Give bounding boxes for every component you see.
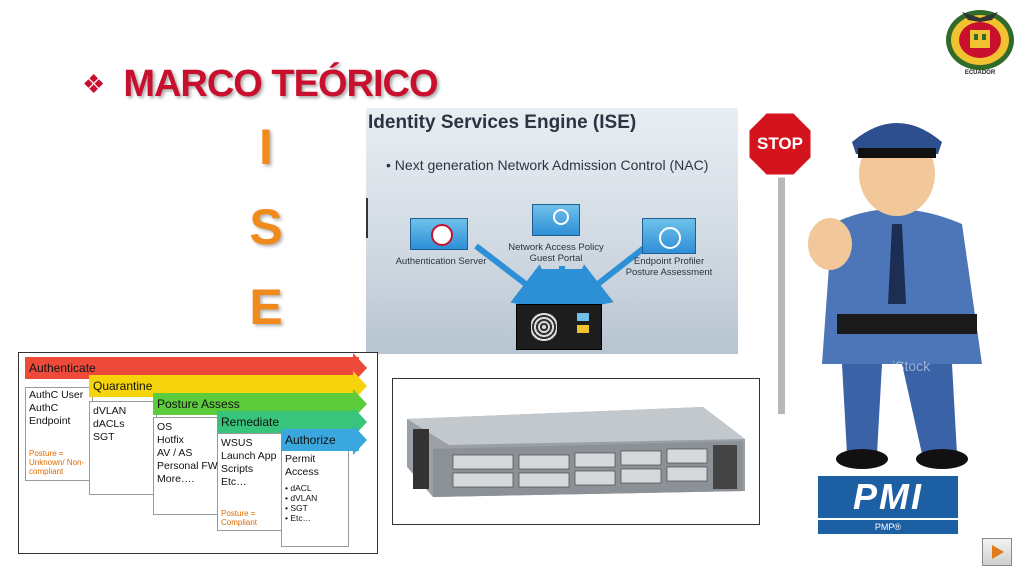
pmi-pmp-logo: PMI PMP® (818, 476, 968, 536)
item: Personal FW (157, 460, 218, 472)
ise-heading: Identity Services Engine (ISE) (368, 112, 637, 133)
ise-diagram-image: Identity Services Engine (ISE) • Next ge… (366, 108, 738, 354)
police-officer-illustration: STOP iStock (742, 104, 994, 470)
posture-items: OS Hotfix AV / AS Personal FW More…. (157, 421, 219, 486)
ise-appliance-icon (516, 304, 602, 350)
ise-bullet: • Next generation Network Admission Cont… (386, 157, 709, 173)
node-label-policy-2: Guest Portal (529, 253, 583, 264)
letter-s: S (249, 199, 283, 255)
university-crest-logo: ECUADOR (940, 4, 1020, 80)
policy-icon (532, 204, 580, 236)
stage-box-posture (153, 417, 221, 515)
item: • dVLAN (285, 493, 318, 503)
stage-box-authorize (281, 449, 349, 547)
stage-label-authorize: Authorize (285, 433, 336, 447)
letter-i: I (259, 119, 273, 175)
stage-box-quarantine (89, 401, 157, 495)
item: AuthC User (29, 389, 84, 401)
stage-remediate: Remediate (217, 411, 359, 433)
stage-label-authenticate: Authenticate (29, 361, 96, 375)
endpoint-profiler-icon (642, 218, 696, 254)
posture-unknown: Posture = Unknown/ Non-compliant (29, 449, 85, 476)
item: • SGT (285, 503, 308, 513)
stage-label-posture: Posture Assess (157, 397, 240, 411)
stop-sign-text: STOP (757, 134, 803, 153)
item: Scripts (221, 463, 254, 475)
authenticate-items: AuthC User AuthC Endpoint (29, 389, 89, 428)
pmp-label: PMP® (818, 520, 958, 534)
next-slide-button[interactable] (982, 538, 1012, 566)
stage-authorize: Authorize (281, 429, 359, 451)
stage-quarantine: Quarantine (89, 375, 359, 397)
posture-compliant: Posture = Compliant (221, 509, 258, 527)
crest-caption: ECUADOR (964, 70, 996, 76)
item: dACLs (93, 418, 125, 430)
stage-box-authenticate (25, 387, 93, 481)
title-text: MARCO TEÓRICO (123, 62, 438, 105)
item: Hotfix (157, 434, 184, 446)
stage-label-remediate: Remediate (221, 415, 280, 429)
node-label-profiler-2: Posture Assessment (625, 267, 713, 278)
item: OS (157, 421, 173, 433)
item: Permit Access (285, 453, 319, 478)
item: Launch App (221, 450, 277, 462)
diamond-bullet-icon: ❖ (82, 69, 106, 99)
item: • Etc… (285, 513, 312, 523)
play-next-icon (992, 545, 1004, 559)
istock-watermark: iStock (892, 358, 931, 374)
item: AV / AS (157, 447, 193, 459)
item: • dACL (285, 483, 312, 493)
quarantine-items: dVLAN dACLs SGT (93, 405, 153, 444)
remediate-items: WSUS Launch App Scripts Etc… (221, 437, 283, 489)
item: Etc… (221, 476, 247, 488)
node-label-policy-1: Network Access Policy (508, 242, 604, 253)
item: WSUS (221, 437, 253, 449)
node-label-profiler-1: Endpoint Profiler (633, 256, 705, 267)
item: dVLAN (93, 405, 127, 417)
arrows-graphic (474, 243, 646, 317)
pmi-logo-text: PMI (818, 476, 958, 518)
letter-e: E (249, 279, 283, 335)
stage-box-remediate (217, 433, 285, 531)
stage-arrowheads (353, 353, 367, 455)
item: AuthC Endpoint (29, 402, 71, 427)
stage-posture-assess: Posture Assess (153, 393, 359, 415)
ise-flow-diagram: Authenticate Quarantine Posture Assess R… (18, 352, 378, 554)
stage-authenticate: Authenticate (25, 357, 359, 379)
rack-server-image (392, 378, 760, 525)
item: SGT (93, 431, 115, 443)
slide-title: ❖ MARCO TEÓRICO (82, 62, 439, 106)
item: More…. (157, 473, 195, 485)
authentication-server-icon (410, 218, 468, 250)
stage-label-quarantine: Quarantine (93, 379, 153, 393)
authorize-items: Permit Access • dACL • dVLAN • SGT • Etc… (285, 453, 347, 523)
node-label-authentication: Authentication Server (395, 256, 487, 267)
